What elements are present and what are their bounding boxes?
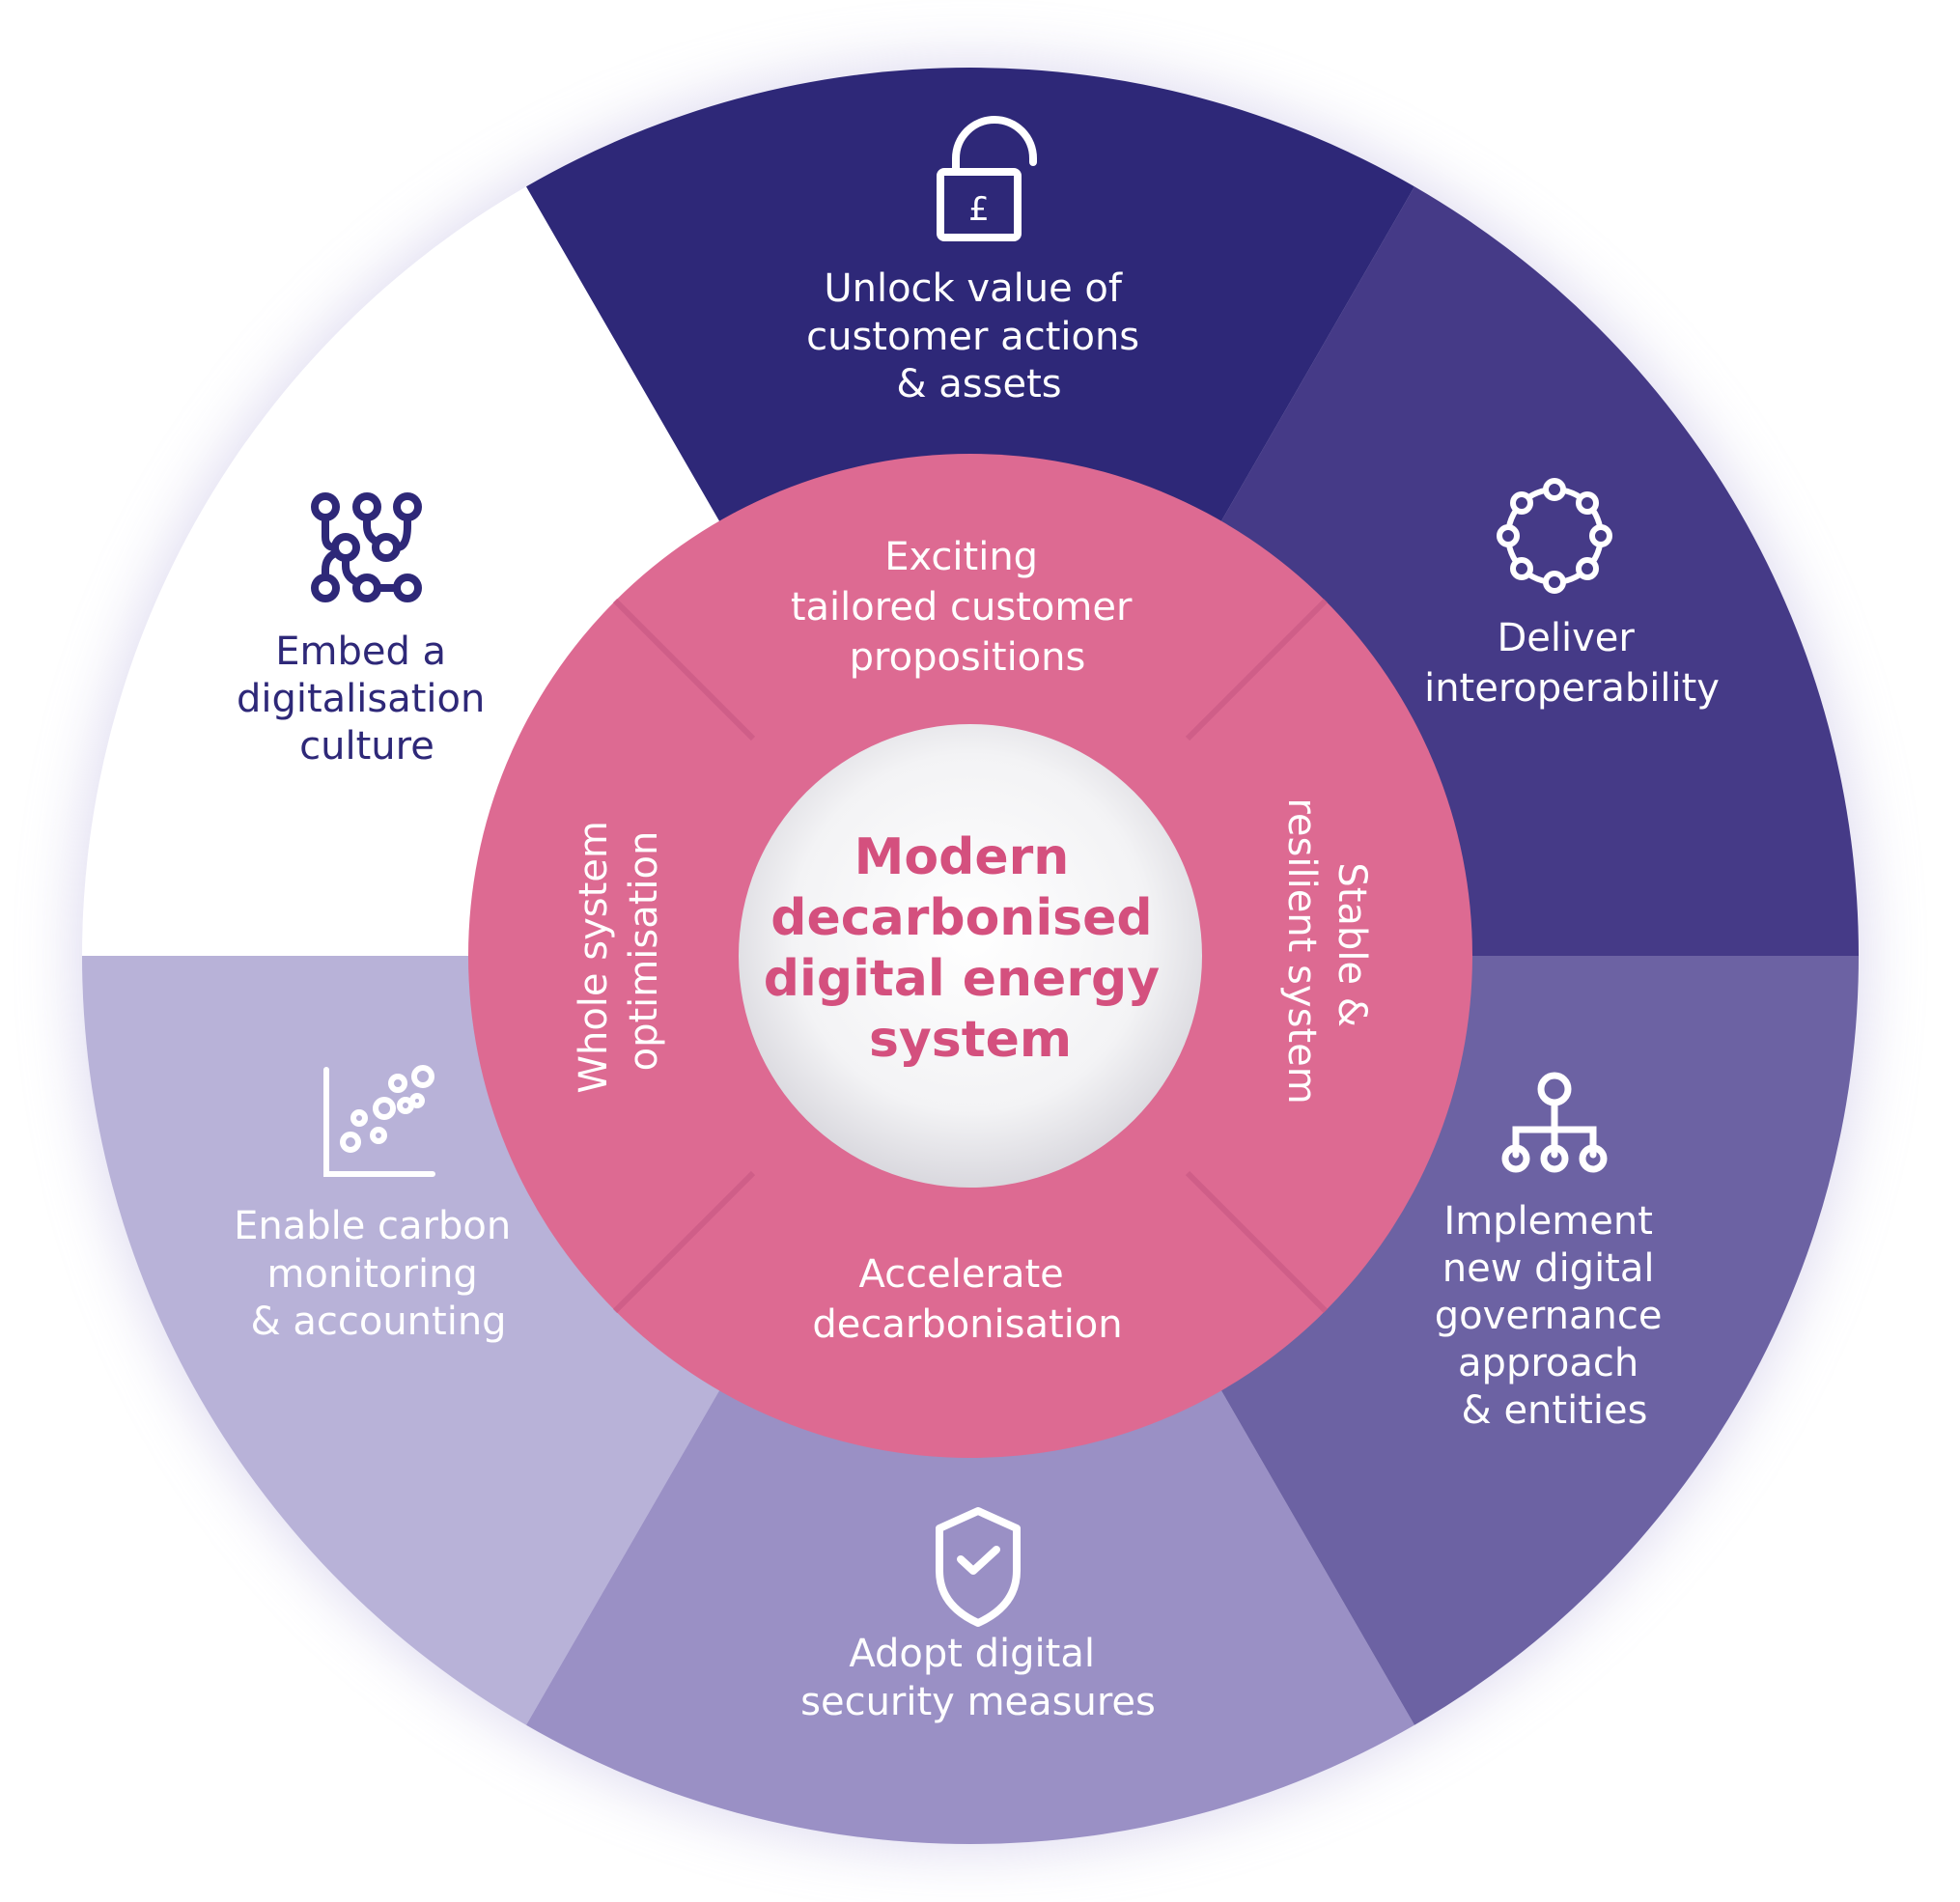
carbon-line-1: Enable carbon <box>234 1204 511 1248</box>
label-governance: Implement new digital governance approac… <box>1435 1199 1674 1433</box>
segment-culture[interactable] <box>82 186 722 957</box>
svg-text:Whole system optimisatio: Whole system optimisation <box>572 808 666 1093</box>
governance-line-1: Implement <box>1443 1199 1652 1244</box>
unlock-line-3: & assets <box>896 362 1061 406</box>
center-line-2: decarbonised <box>770 889 1152 947</box>
inner-top-line-2: tailored customer <box>791 585 1133 629</box>
governance-line-2: new digital <box>1442 1246 1655 1291</box>
divider-sw <box>612 1170 756 1314</box>
divider-se <box>1185 1170 1329 1314</box>
governance-line-5: & entities <box>1462 1388 1648 1433</box>
governance-line-4: approach <box>1458 1341 1638 1385</box>
unlock-line-2: customer actions <box>806 315 1139 359</box>
carbon-line-3: & accounting <box>250 1300 506 1344</box>
inner-top-line-1: Exciting <box>884 535 1038 579</box>
label-culture: Embed a digitalisation culture <box>237 629 497 769</box>
interop-line-1: Deliver <box>1497 616 1635 660</box>
culture-line-3: culture <box>299 724 434 769</box>
divider-ne <box>1185 598 1329 741</box>
center-line-4: system <box>869 1011 1072 1069</box>
hierarchy-icon <box>1501 1072 1608 1173</box>
label-security: Adopt digital security measures <box>800 1632 1156 1724</box>
center-line-3: digital energy <box>764 950 1160 1008</box>
divider-nw <box>612 598 756 741</box>
interop-line-2: interoperability <box>1424 666 1720 711</box>
label-unlock: Unlock value of customer actions & asset… <box>806 266 1152 406</box>
center-disc <box>739 724 1202 1188</box>
carbon-line-2: monitoring <box>266 1252 477 1297</box>
scatter-plot-icon <box>323 1065 435 1177</box>
inner-right-line-1: Stable & <box>1330 862 1374 1027</box>
inner-label-left: Whole system optimisation <box>572 808 666 1093</box>
segment-interop[interactable] <box>1218 186 1860 957</box>
network-ring-icon <box>1497 478 1612 594</box>
segment-governance[interactable] <box>1218 956 1860 1725</box>
inner-left-line-1: Whole system <box>572 821 616 1093</box>
culture-line-2: digitalisation <box>237 677 485 721</box>
culture-line-1: Embed a <box>275 629 446 674</box>
inner-label-right: Stable & resilient system <box>1279 797 1374 1104</box>
inner-bottom-line-1: Accelerate <box>859 1252 1064 1297</box>
inner-label-top: Exciting tailored customer propositions <box>791 535 1144 680</box>
center-title: Modern decarbonised digital energy syste… <box>764 828 1177 1069</box>
security-line-1: Adopt digital <box>849 1632 1095 1676</box>
inner-right-line-2: resilient system <box>1279 797 1324 1104</box>
outer-ring <box>82 67 1860 1845</box>
label-interop: Deliver interoperability <box>1424 616 1720 711</box>
center-line-1: Modern <box>854 828 1070 886</box>
svg-text:Stable & resilient syste: Stable & resilient system <box>1279 797 1374 1104</box>
inner-label-bottom: Accelerate decarbonisation <box>812 1252 1122 1347</box>
inner-bottom-line-2: decarbonisation <box>812 1302 1122 1347</box>
segment-carbon[interactable] <box>82 956 722 1725</box>
inner-ring-dividers <box>612 598 1329 1314</box>
inner-top-line-3: propositions <box>850 635 1086 680</box>
circuit-nodes-icon <box>311 492 422 602</box>
security-line-2: security measures <box>800 1680 1156 1724</box>
segment-unlock[interactable] <box>526 67 1414 525</box>
label-carbon: Enable carbon monitoring & accounting <box>234 1204 523 1344</box>
padlock-pound-icon: £ <box>937 116 1037 241</box>
svg-text:£: £ <box>968 190 990 229</box>
shield-check-icon <box>936 1507 1021 1627</box>
inner-left-line-2: optimisation <box>622 831 666 1072</box>
unlock-line-1: Unlock value of <box>824 266 1123 311</box>
governance-line-3: governance <box>1435 1294 1663 1338</box>
